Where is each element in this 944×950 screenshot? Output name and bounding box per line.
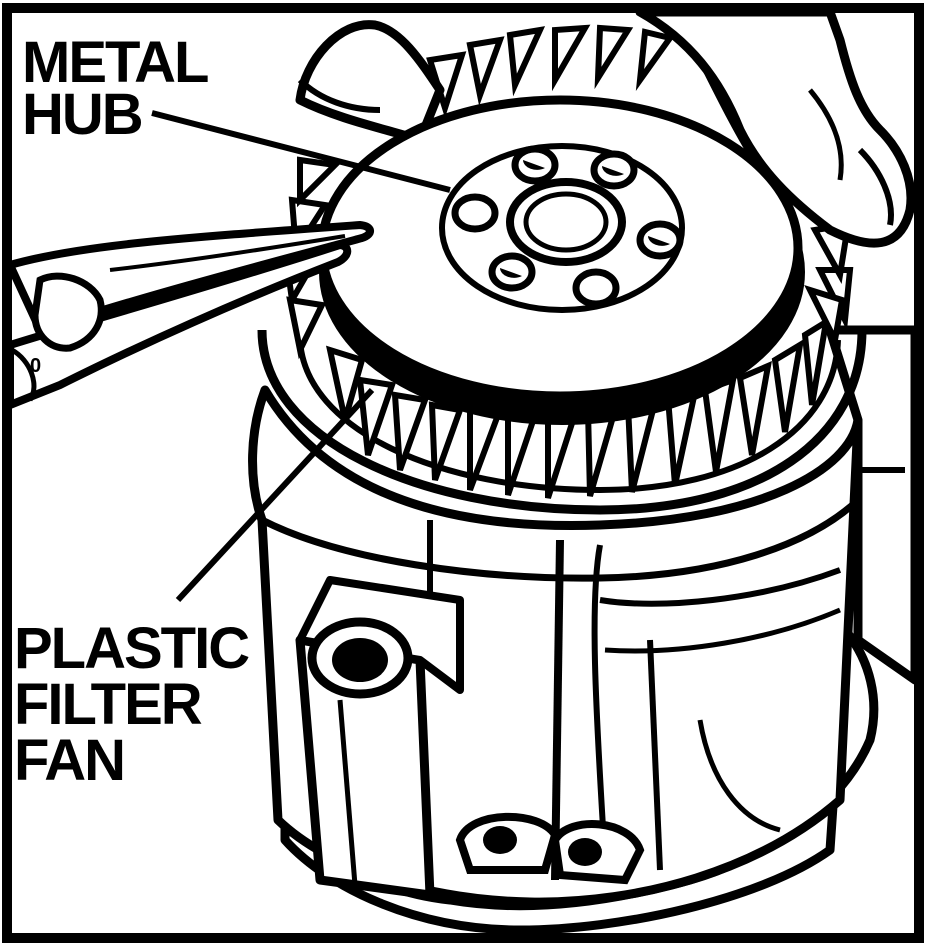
technician-hands (295, 7, 916, 248)
label-plastic-filter-fan: PLASTIC FILTER FAN (14, 616, 254, 793)
mount-hole-right (568, 838, 602, 866)
housing-rim-outer (257, 329, 867, 515)
label-fan-line3: FAN (14, 728, 124, 793)
housing-base-flange (280, 625, 879, 935)
plastic-filter-fan-leader (175, 387, 375, 603)
label-filter-line2: FILTER (14, 672, 202, 737)
label-plastic-line1: PLASTIC (14, 616, 249, 681)
svg-text:0: 0 (30, 355, 41, 377)
needle-nose-pliers: 0 (6, 221, 374, 409)
right-hand (635, 7, 916, 248)
outlet-boss (295, 576, 464, 900)
mount-hole-left (483, 826, 517, 854)
left-finger (295, 20, 445, 145)
housing-right-bracket (825, 325, 920, 685)
label-metal-line1: METAL (22, 30, 208, 95)
metal-hub-leader (151, 110, 451, 193)
label-hub-line2: HUB (22, 82, 142, 147)
label-metal-hub: METAL HUB (22, 30, 210, 147)
pliers-pivot (31, 272, 105, 352)
metal-hub-assembly (317, 95, 805, 425)
mounting-ears (455, 812, 645, 885)
pliers-lower-jaw (6, 241, 352, 409)
housing-rim-inner (297, 339, 841, 494)
